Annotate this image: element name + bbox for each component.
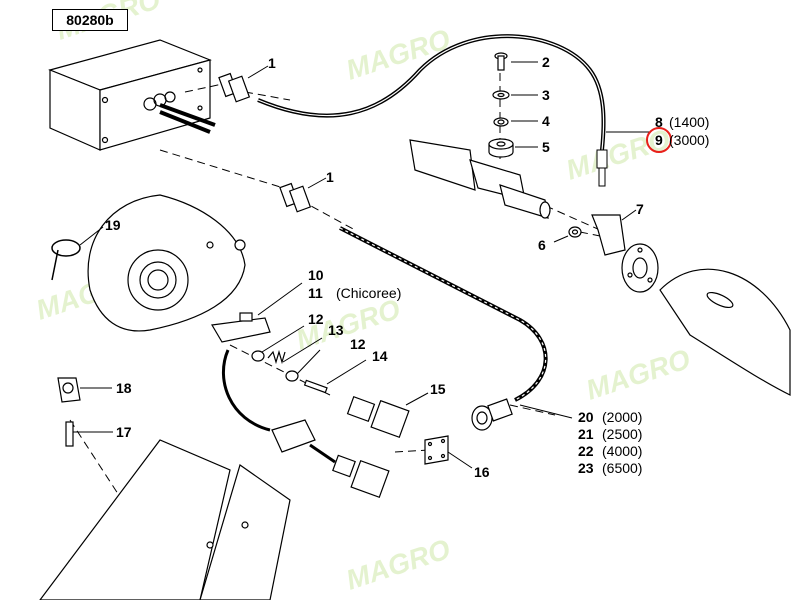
callout-label: 12 bbox=[308, 311, 324, 327]
watermark: MAGRO bbox=[582, 343, 694, 406]
drive-shaft bbox=[409, 139, 551, 219]
callout-note: (1400) bbox=[669, 114, 709, 130]
clip-and-pin bbox=[57, 377, 81, 447]
callout-label: 22 bbox=[578, 443, 594, 459]
callout-label: 2 bbox=[542, 54, 550, 70]
callout-label: 8 bbox=[655, 114, 663, 130]
connector-plug-1a bbox=[218, 72, 251, 103]
callout-label: 1 bbox=[268, 55, 276, 71]
callout-label: 3 bbox=[542, 87, 550, 103]
callout-note: (6500) bbox=[602, 460, 642, 476]
callout-label: 14 bbox=[372, 348, 388, 364]
sensor-cable-bottom bbox=[222, 226, 548, 464]
callout-leaders bbox=[73, 61, 650, 469]
callout-note: (2500) bbox=[602, 426, 642, 442]
callout-label: 23 bbox=[578, 460, 594, 476]
callout-label: 18 bbox=[116, 380, 132, 396]
callout-label: 5 bbox=[542, 139, 550, 155]
junction-box bbox=[271, 419, 316, 453]
gear-housing bbox=[87, 194, 246, 332]
figure-id-label: 80280b bbox=[52, 9, 128, 31]
watermark: MAGRO bbox=[342, 533, 454, 596]
callout-label: 20 bbox=[578, 409, 594, 425]
highlight-ring bbox=[646, 127, 672, 153]
valve-connector bbox=[332, 396, 410, 499]
callout-note: (Chicoree) bbox=[336, 285, 401, 301]
callout-label: 7 bbox=[636, 201, 644, 217]
connector-gasket bbox=[424, 435, 449, 465]
callout-label: 10 bbox=[308, 267, 324, 283]
round-plug bbox=[471, 398, 513, 431]
callout-label: 11 bbox=[308, 285, 323, 301]
cable-tie bbox=[51, 239, 81, 281]
callout-note: (2000) bbox=[602, 409, 642, 425]
connector-plug-1b bbox=[279, 182, 312, 213]
sensor-bracket bbox=[568, 214, 626, 256]
sensor-cable-top bbox=[257, 34, 608, 187]
callout-labels: 1 1 2 3 4 5 6 7 8 (1400) 9 (3000) 10 11 … bbox=[105, 54, 709, 480]
callout-label: 13 bbox=[328, 322, 344, 338]
hub-flange bbox=[621, 243, 791, 396]
callout-note: (3000) bbox=[669, 132, 709, 148]
callout-label: 21 bbox=[578, 426, 594, 442]
spring-washer-set bbox=[251, 349, 328, 394]
callout-label: 19 bbox=[105, 217, 121, 233]
callout-label: 6 bbox=[538, 237, 546, 253]
machine-frame bbox=[38, 439, 291, 601]
sensor-holder bbox=[211, 312, 271, 343]
bolt-stack bbox=[488, 52, 514, 158]
callout-label-highlighted: 9 bbox=[655, 132, 663, 148]
control-box bbox=[48, 39, 216, 151]
callout-label: 4 bbox=[542, 113, 550, 129]
callout-label: 12 bbox=[350, 336, 366, 352]
callout-note: (4000) bbox=[602, 443, 642, 459]
callout-label: 16 bbox=[474, 464, 490, 480]
callout-label: 1 bbox=[326, 169, 334, 185]
callout-label: 17 bbox=[116, 424, 132, 440]
callout-label: 15 bbox=[430, 381, 446, 397]
